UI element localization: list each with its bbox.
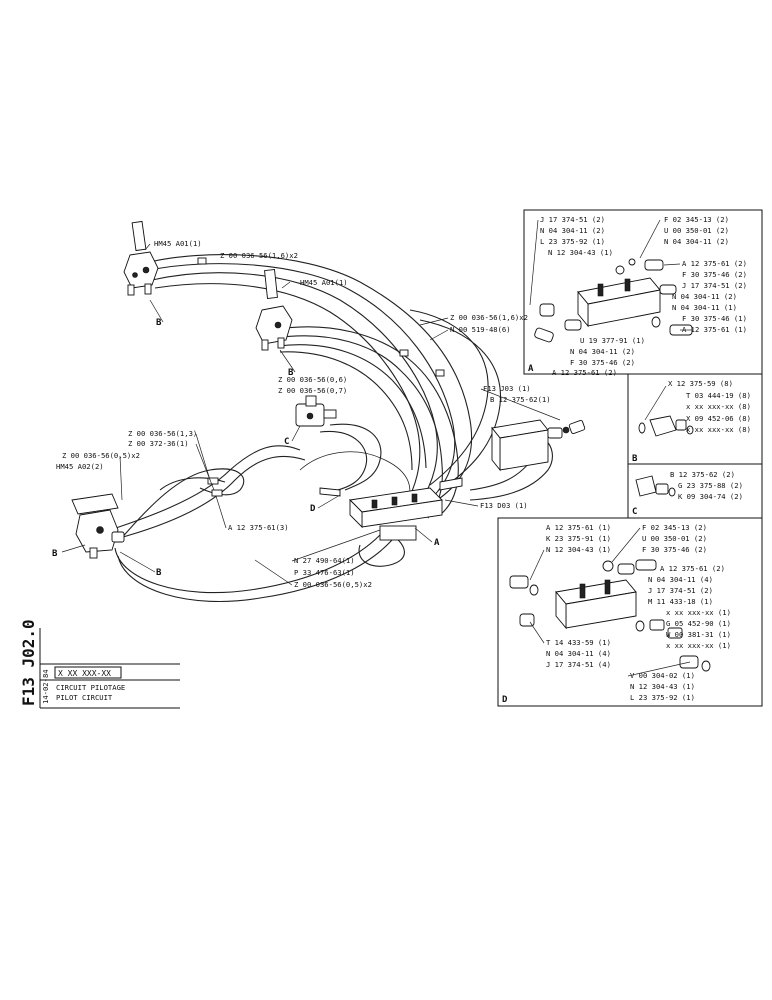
detail-b-label: x xx xxx-xx (8) <box>686 425 751 434</box>
detail-b-label: x xx xxx-xx (8) <box>686 402 751 411</box>
detail-d-label: N 12 304-43 (1) <box>546 545 611 554</box>
joystick-upper-right <box>255 269 293 351</box>
main-label: HM45 A02(2) <box>56 462 104 471</box>
main-label: B 12 375-62(1) <box>490 395 551 404</box>
detail-a-label: U 00 350-01 (2) <box>664 226 729 235</box>
main-label: Z 00 036-56(0,5)x2 <box>294 580 372 589</box>
detail-a-label: A 12 375-61 (1) <box>682 325 747 334</box>
detail-d-label: L 23 375-92 (1) <box>630 693 695 702</box>
detail-d-label: W 00 381-31 (1) <box>666 630 731 639</box>
letter-a: A <box>434 538 440 548</box>
detail-a-label: N 04 304-11 (1) <box>672 303 737 312</box>
detail-a-label: F 02 345-13 (2) <box>664 215 729 224</box>
main-label: Z 00 036-56(0,7) <box>278 386 347 395</box>
joystick-lower-left <box>71 493 125 559</box>
main-label: P 33 476-63(1) <box>294 568 355 577</box>
joystick-upper-left <box>123 220 159 296</box>
letter-d: D <box>310 504 316 514</box>
main-label: Z 00 036-56(0,5)x2 <box>62 451 140 460</box>
detail-a: A J 17 374-51 (2) N 04 304-11 (2) L 23 3… <box>523 209 763 377</box>
valve-f13-j03 <box>491 419 586 472</box>
detail-d-label: J 17 374-51 (4) <box>546 660 611 669</box>
title-block: F13 J02.0 X XX XXX-XX 14-02-84 CIRCUIT P… <box>19 619 180 709</box>
detail-d-label: G 05 452-90 (1) <box>666 619 731 628</box>
drawing-date: 14-02-84 <box>41 669 50 704</box>
detail-a-label: J 17 374-51 (2) <box>682 281 747 290</box>
main-label: Z 00 036-56(1,3) <box>128 429 197 438</box>
drawing-code: F13 J02.0 <box>19 619 38 706</box>
detail-c-label: K 09 304-74 (2) <box>678 492 743 501</box>
detail-a-label: F 30 375-46 (2) <box>682 270 747 279</box>
detail-d-label: F 30 375-46 (2) <box>642 545 707 554</box>
detail-c-label: G 23 375-88 (2) <box>678 481 743 490</box>
main-label: Z 00 036-56(1,6)x2 <box>220 251 298 260</box>
detail-b-letter: B <box>632 454 638 464</box>
detail-a-label: N 04 304-11 (2) <box>570 347 635 356</box>
main-label: N 27 490-64(1) <box>294 556 355 565</box>
main-label: A 12 375-61(3) <box>228 523 289 532</box>
detail-b-label: X 09 452-06 (8) <box>686 414 751 423</box>
main-label: Z 00 036-56(0,6) <box>278 375 347 384</box>
letter-b: B <box>52 549 58 559</box>
detail-a-label: N 04 304-11 (2) <box>672 292 737 301</box>
detail-c-letter: C <box>632 507 637 517</box>
letter-b: B <box>156 568 162 578</box>
detail-c-label: B 12 375-62 (2) <box>670 470 735 479</box>
letter-c: C <box>284 437 289 447</box>
detail-a-label: L 23 375-92 (1) <box>540 237 605 246</box>
main-label: Z 00 036-56(1,6)x2 <box>450 313 528 322</box>
detail-d-label: N 04 304-11 (4) <box>648 575 713 584</box>
detail-d-label: A 12 375-61 (2) <box>660 564 725 573</box>
title-en: PILOT CIRCUIT <box>56 693 113 702</box>
detail-d-label: N 04 304-11 (4) <box>546 649 611 658</box>
detail-b-label: T 03 444-19 (8) <box>686 391 751 400</box>
detail-d-label: J 17 374-51 (2) <box>648 586 713 595</box>
detail-a-label: F 30 375-46 (1) <box>682 314 747 323</box>
detail-d-label: x xx xxx-xx (1) <box>666 641 731 650</box>
detail-d-label: K 23 375-91 (1) <box>546 534 611 543</box>
main-label: F13 J03 (1) <box>483 384 531 393</box>
detail-a-label: F 30 375-46 (2) <box>570 358 635 367</box>
detail-a-label: J 17 374-51 (2) <box>540 215 605 224</box>
detail-a-label: A 12 375-61 (2) <box>552 368 617 377</box>
detail-a-label: N 04 304-11 (2) <box>664 237 729 246</box>
part-number: X XX XXX-XX <box>58 669 111 678</box>
detail-d-label: x xx xxx-xx (1) <box>666 608 731 617</box>
main-label: F13 D03 (1) <box>480 501 528 510</box>
main-label: Z 00 372-36(1) <box>128 439 189 448</box>
detail-b: B X 12 375-59 (8) T 03 444-19 (8) x xx x… <box>627 373 763 465</box>
detail-d-label: F 02 345-13 (2) <box>642 523 707 532</box>
main-valve-block <box>319 477 463 541</box>
detail-a-label: A 12 375-61 (2) <box>682 259 747 268</box>
letter-b: B <box>156 318 162 328</box>
detail-d-label: T 14 433-59 (1) <box>546 638 611 647</box>
hose-fittings <box>197 257 445 497</box>
main-label: HM45 A01(1) <box>154 239 202 248</box>
detail-d-label: A 12 375-61 (1) <box>546 523 611 532</box>
detail-c: C B 12 375-62 (2) G 23 375-88 (2) K 09 3… <box>627 463 763 519</box>
valve-c <box>295 395 337 427</box>
detail-b-label: X 12 375-59 (8) <box>668 379 733 388</box>
main-labels: HM45 A01(1) Z 00 036-56(1,6)x2 HM45 A01(… <box>52 239 561 589</box>
detail-a-label: N 12 304-43 (1) <box>548 248 613 257</box>
detail-d-label: U 00 350-01 (2) <box>642 534 707 543</box>
title-fr: CIRCUIT PILOTAGE <box>56 683 125 692</box>
hose-bundle <box>109 254 553 603</box>
detail-d-label: N 12 304-43 (1) <box>630 682 695 691</box>
main-label: HM45 A01(1) <box>300 278 348 287</box>
detail-d: D A 12 375-61 (1) K 23 375-91 (1) N 12 3… <box>497 517 763 707</box>
detail-d-letter: D <box>502 695 508 705</box>
letter-b: B <box>288 368 294 378</box>
detail-d-label: M 11 433-18 (1) <box>648 597 713 606</box>
detail-d-label: V 00 304-02 (1) <box>630 671 695 680</box>
detail-a-label: U 19 377-91 (1) <box>580 336 645 345</box>
detail-a-label: N 04 304-11 (2) <box>540 226 605 235</box>
detail-a-letter: A <box>528 364 534 374</box>
main-label: N 00 519-48(6) <box>450 325 511 334</box>
